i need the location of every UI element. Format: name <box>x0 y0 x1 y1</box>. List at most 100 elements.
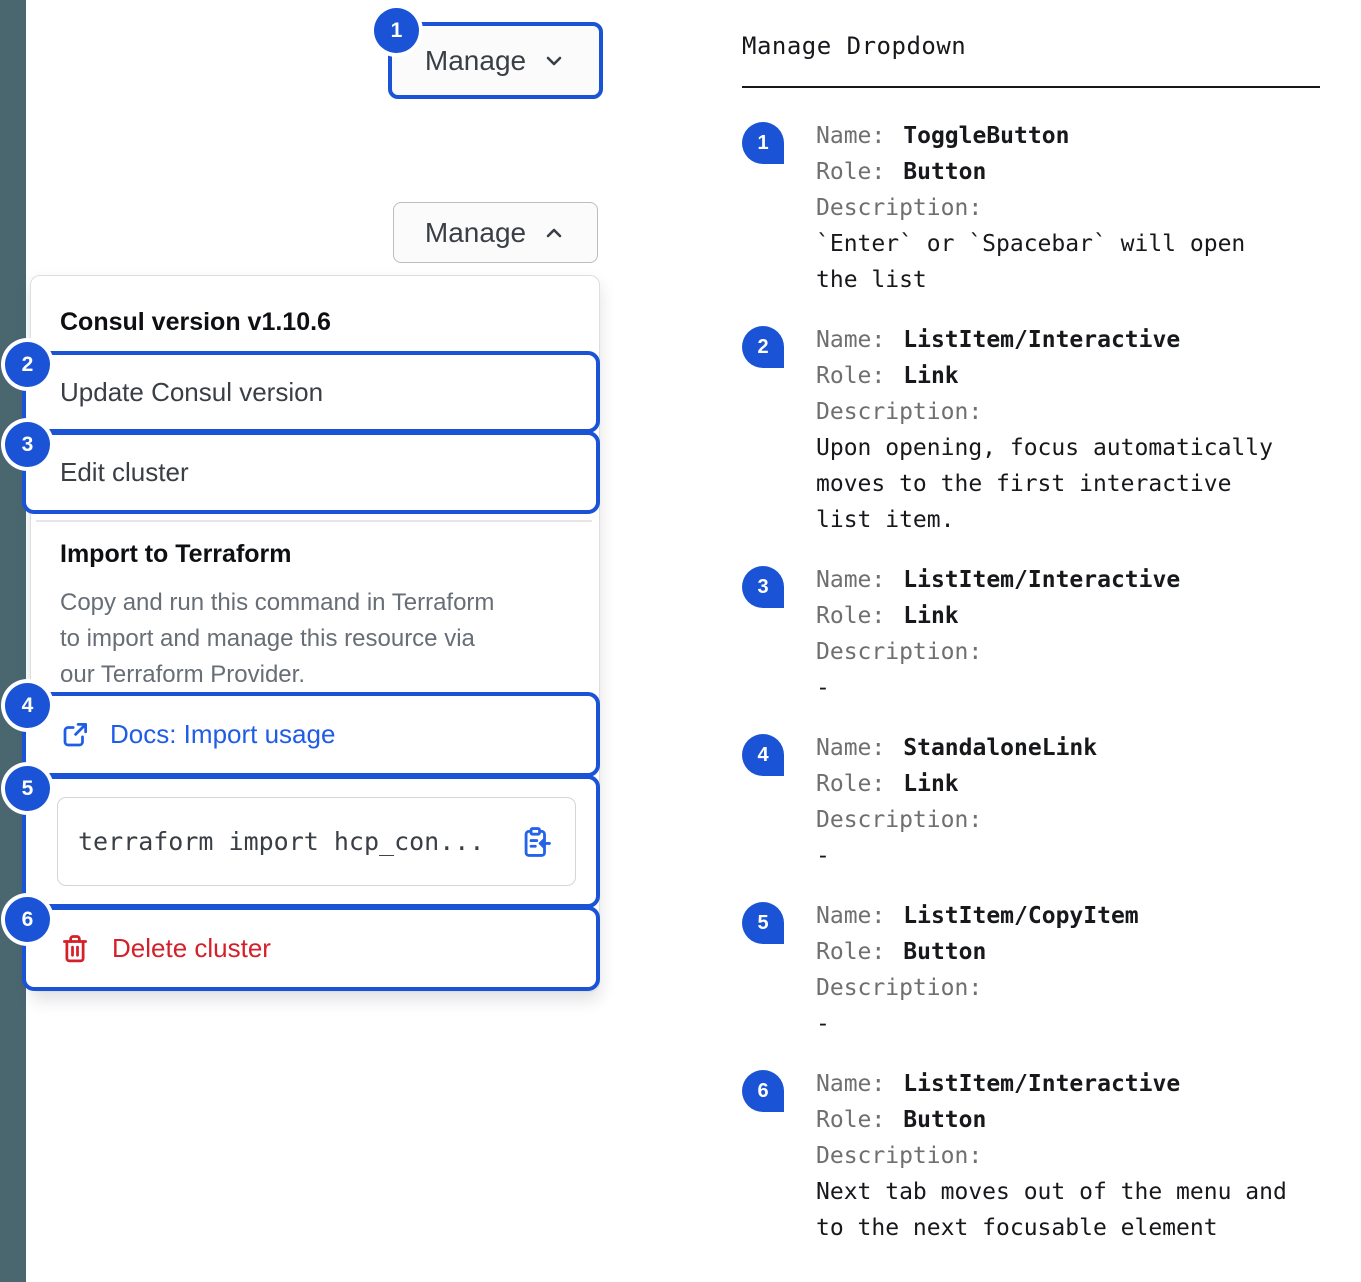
chevron-up-icon <box>542 221 566 245</box>
menu-item-update-consul-version[interactable]: Update Consul version <box>22 351 600 433</box>
description-label: Description: <box>816 639 983 665</box>
annotation-badge-1: 1 <box>374 8 419 53</box>
docs-import-usage-link[interactable]: Docs: Import usage <box>60 719 335 750</box>
doc-item-6: 6 Name:ListItem/Interactive Role:Button … <box>742 1066 1324 1246</box>
doc-item-1-badge-col: 1 <box>742 118 816 298</box>
doc-item-3-badge-col: 3 <box>742 562 816 706</box>
name-label: Name: <box>816 327 886 353</box>
import-to-terraform-header: Import to Terraform <box>60 540 292 568</box>
annotation-badge-2: 2 <box>5 342 50 387</box>
doc-item-6-role: Button <box>903 1107 987 1133</box>
doc-badge-3-number: 3 <box>757 575 769 598</box>
clipboard-copy-icon <box>519 825 553 859</box>
delete-cluster-action[interactable]: Delete cluster <box>60 933 271 964</box>
docs-import-usage-label: Docs: Import usage <box>110 719 336 749</box>
role-label: Role: <box>816 603 886 629</box>
doc-item-1: 1 Name:ToggleButton Role: Button Descript… <box>742 118 1324 298</box>
description-label: Description: <box>816 975 983 1001</box>
doc-item-5-lines: Name:ListItem/CopyItem Role:Button Descr… <box>816 898 1324 1042</box>
doc-item-6-name-line: Name:ListItem/Interactive <box>816 1066 1324 1102</box>
doc-item-4: 4 Name:StandaloneLink Role:Link Descript… <box>742 730 1324 874</box>
doc-item-1-name-line: Name:ToggleButton <box>816 118 1324 154</box>
doc-item-4-name-line: Name: StandaloneLink <box>816 730 1324 766</box>
doc-item-2-name: ListItem/Interactive <box>903 327 1181 353</box>
description-label: Description: <box>816 1143 983 1169</box>
doc-item-2-lines: Name: ListItem/Interactive Role: Link Desc… <box>816 322 1324 538</box>
terraform-command-field[interactable]: terraform import hcp_con... <box>57 797 576 886</box>
update-consul-version-label: Update Consul version <box>60 376 324 407</box>
edit-cluster-label: Edit cluster <box>60 457 189 487</box>
doc-item-4-description: - <box>816 843 830 869</box>
doc-item-3-lines: Name:ListItem/Interactive Role:Link Desc… <box>816 562 1324 706</box>
doc-item-2-name-line: Name: ListItem/Interactive <box>816 322 1324 358</box>
doc-badge-6-number: 6 <box>757 1079 769 1102</box>
doc-item-4-role-line: Role:Link <box>816 766 1324 802</box>
doc-item-1-name: ToggleButton <box>903 123 1070 149</box>
name-label: Name: <box>816 567 886 593</box>
annotation-badge-5-number: 5 <box>21 776 34 800</box>
doc-item-5-badge-col: 5 <box>742 898 816 1042</box>
doc-badge-1: 1 <box>742 122 784 164</box>
manage-toggle-button[interactable]: Manage <box>388 22 603 99</box>
annotation-badge-6-number: 6 <box>21 907 34 931</box>
import-description-text: Copy and run this command in Terraform t… <box>60 589 495 688</box>
doc-item-3-name: ListItem/Interactive <box>903 567 1181 593</box>
doc-badge-5: 5 <box>742 902 784 944</box>
doc-panel: Manage Dropdown 1 Name:ToggleButton Role… <box>742 32 1324 1270</box>
description-label: Description: <box>816 195 983 221</box>
doc-item-6-description: Next tab moves out of the menu and to th… <box>816 1179 1287 1241</box>
doc-item-3-description: - <box>816 675 830 701</box>
doc-item-5-name: ListItem/CopyItem <box>903 903 1139 929</box>
annotation-badge-3-number: 3 <box>21 432 34 456</box>
annotation-badge-2-number: 2 <box>21 352 34 376</box>
doc-item-6-role-line: Role: Button <box>816 1102 1324 1138</box>
terraform-command-text: terraform import hcp_con... <box>78 827 485 856</box>
doc-item-1-role: Button <box>903 159 987 185</box>
copy-command-button[interactable] <box>519 825 553 859</box>
manage-toggle-label: Manage <box>424 44 527 76</box>
menu-item-docs-import-usage[interactable]: Docs: Import usage <box>22 692 600 777</box>
doc-panel-rule <box>742 86 1320 88</box>
name-label: Name: <box>816 1071 886 1097</box>
doc-item-2-role: Link <box>903 363 959 389</box>
doc-item-4-role: Link <box>903 771 959 797</box>
manage-open-button[interactable]: Manage <box>393 202 598 263</box>
doc-badge-4-number: 4 <box>757 743 769 766</box>
role-label: Role: <box>816 363 886 389</box>
doc-item-1-lines: Name:ToggleButton Role: Button Descriptio… <box>816 118 1324 298</box>
role-label: Role: <box>816 159 886 185</box>
annotation-badge-4-number: 4 <box>21 693 34 717</box>
doc-item-5-name-line: Name:ListItem/CopyItem <box>816 898 1324 934</box>
left-edge-strip <box>0 0 26 1282</box>
doc-badge-6: 6 <box>742 1070 784 1112</box>
doc-item-3: 3 Name:ListItem/Interactive Role:Link De… <box>742 562 1324 706</box>
annotation-badge-6: 6 <box>5 897 50 942</box>
annotation-badge-4: 4 <box>5 683 50 728</box>
menu-item-edit-cluster[interactable]: Edit cluster <box>22 431 600 514</box>
annotation-badge-1-number: 1 <box>390 18 403 42</box>
doc-item-1-description: `Enter` or `Spacebar` will open the list <box>816 231 1246 293</box>
doc-item-4-name: StandaloneLink <box>903 735 1098 761</box>
doc-badge-2: 2 <box>742 326 784 368</box>
trash-icon <box>60 934 90 964</box>
menu-item-copy-command: terraform import hcp_con... <box>22 775 600 908</box>
menu-item-delete-cluster[interactable]: Delete cluster <box>22 906 600 991</box>
doc-item-3-name-line: Name: ListItem/Interactive <box>816 562 1324 598</box>
name-label: Name: <box>816 735 886 761</box>
role-label: Role: <box>816 939 886 965</box>
doc-badge-2-number: 2 <box>757 335 769 358</box>
doc-badge-4: 4 <box>742 734 784 776</box>
menu-divider <box>36 520 592 522</box>
doc-item-2-description: Upon opening, focus automatically moves … <box>816 435 1273 533</box>
chevron-down-icon <box>542 49 566 73</box>
delete-cluster-label: Delete cluster <box>112 933 271 963</box>
role-label: Role: <box>816 1107 886 1133</box>
consul-version-header: Consul version v1.10.6 <box>60 308 331 336</box>
doc-panel-title: Manage Dropdown <box>742 32 967 60</box>
doc-item-5: 5 Name:ListItem/CopyItem Role:Button Des… <box>742 898 1324 1042</box>
doc-badge-5-number: 5 <box>757 911 769 934</box>
description-label: Description: <box>816 399 983 425</box>
doc-item-2-badge-col: 2 <box>742 322 816 538</box>
doc-item-4-lines: Name:StandaloneLink Role:Link Descriptio… <box>816 730 1324 874</box>
